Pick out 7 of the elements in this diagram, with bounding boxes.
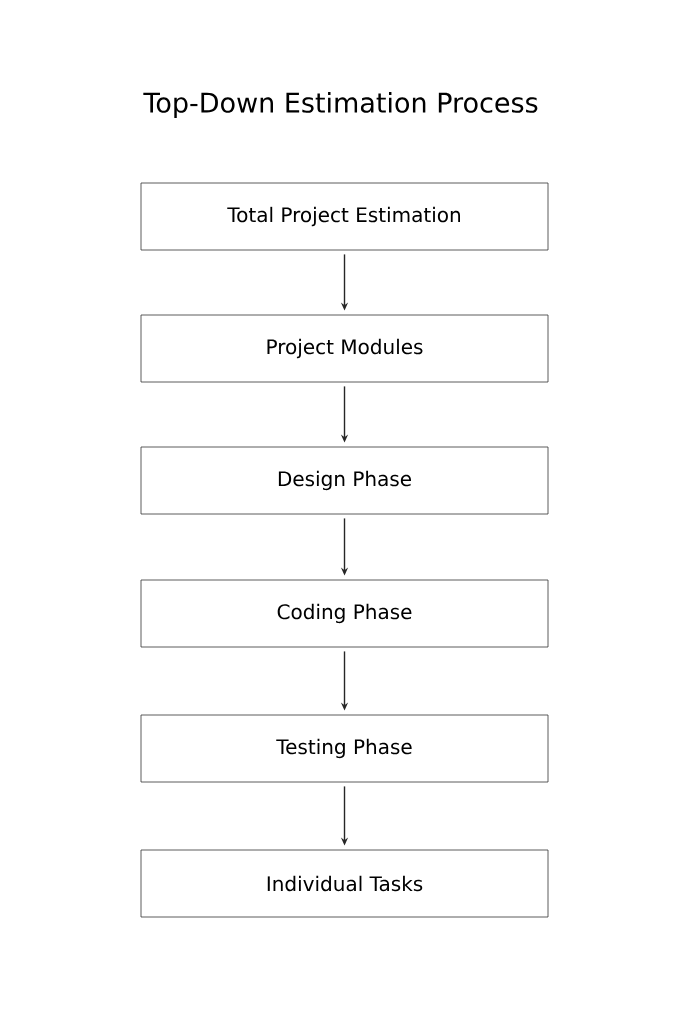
process-box: Coding Phase: [140, 579, 549, 648]
title: Top-Down Estimation Process: [143, 91, 538, 119]
process-box: Testing Phase: [140, 714, 549, 783]
process-box: Design Phase: [140, 446, 549, 515]
process-box: Total Project Estimation: [140, 182, 549, 251]
process-box: Individual Tasks: [140, 849, 549, 918]
process-box: Project Modules: [140, 314, 549, 383]
